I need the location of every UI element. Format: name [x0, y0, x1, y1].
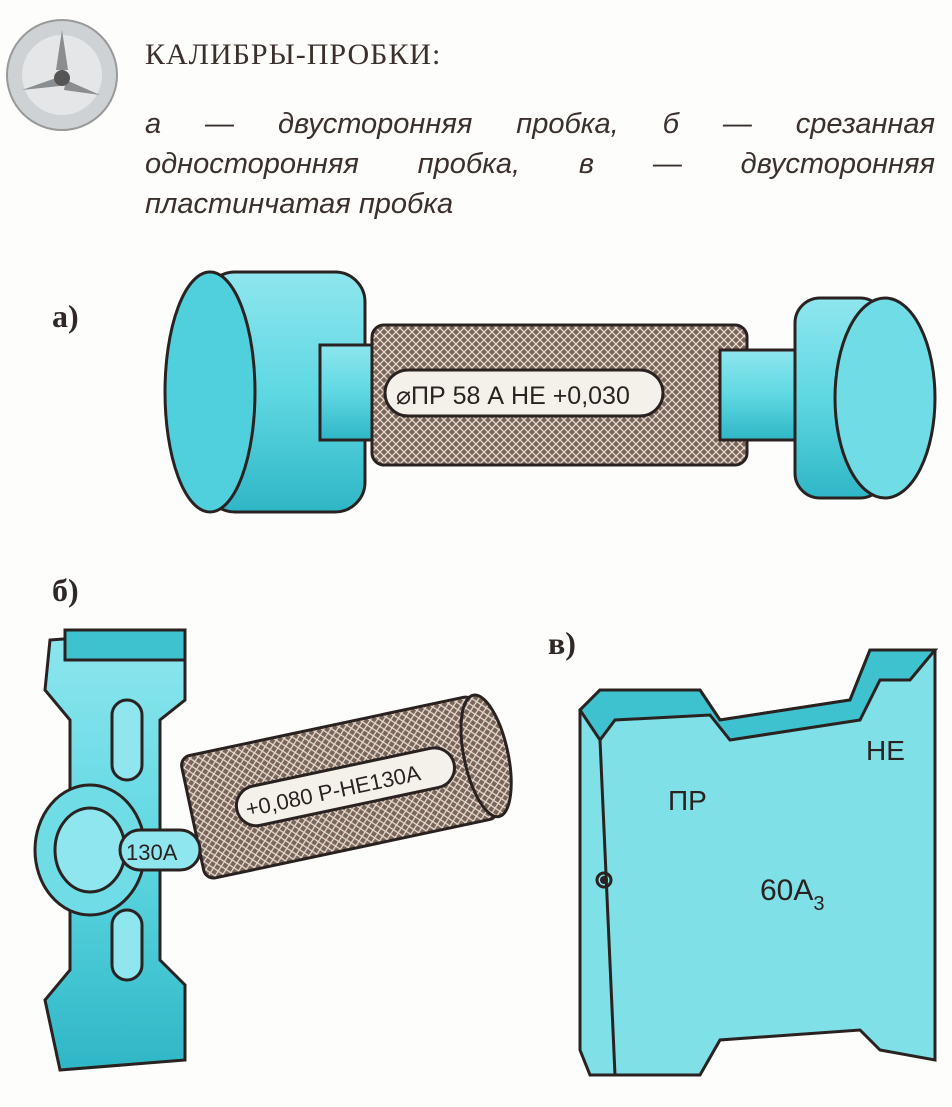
double-ended-plug-gauge: ⌀ПР 58 А НЕ +0,030	[163, 270, 937, 514]
figure-label-b: б)	[52, 572, 79, 608]
single-ended-cut-plug-gauge: +0,080 Р-НЕ130А 130А	[33, 628, 513, 1072]
page-title: КАЛИБРЫ-ПРОБКИ:	[145, 38, 442, 71]
go-side-mark: ПР	[668, 785, 707, 816]
double-sided-plate-plug-gauge: ПР НЕ 60А3	[578, 648, 939, 1077]
gauge-b-boss-marking: 130А	[126, 840, 178, 865]
gauge-a-marking: ⌀ПР 58 А НЕ +0,030	[396, 382, 630, 410]
nogo-side-mark: НЕ	[866, 735, 905, 766]
figure-caption: а — двусторонняя пробка, б — срезанная о…	[145, 108, 935, 220]
chuck-logo	[6, 19, 118, 131]
figure-label-a: а)	[52, 298, 79, 334]
figure-label-v: в)	[548, 625, 576, 661]
size-mark: 60А3	[760, 874, 825, 915]
